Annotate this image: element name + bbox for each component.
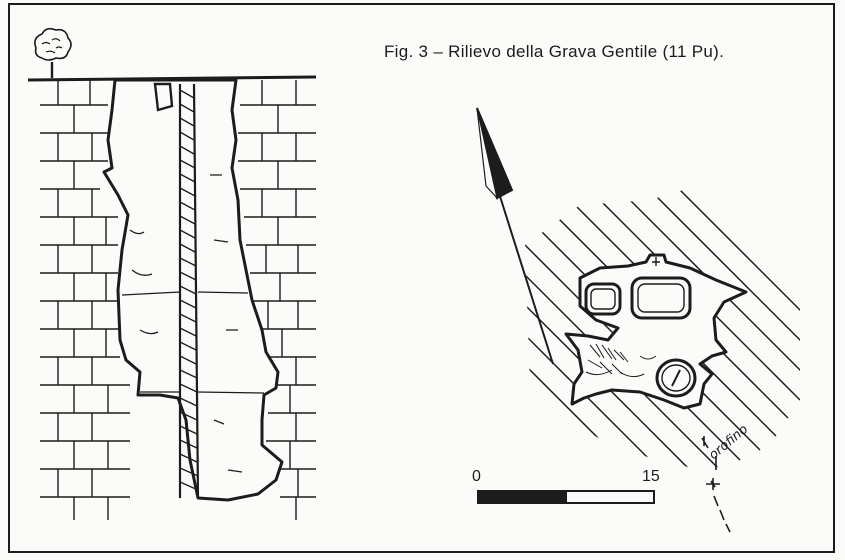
plan-shafts [584, 257, 697, 398]
left-brick-wall [40, 80, 130, 520]
tree-icon [34, 27, 72, 78]
shaft-block [153, 82, 174, 112]
scale-end-label: 15 [642, 468, 660, 485]
right-brick-wall [238, 80, 316, 520]
figure-caption: Fig. 3 – Rilievo della Grava Gentile (11… [384, 42, 725, 61]
rope-ladder [178, 83, 200, 499]
figure-frame [8, 3, 835, 553]
scale-start-label: 0 [472, 468, 481, 485]
section-detail-lines [121, 174, 265, 473]
north-arrow-icon [476, 107, 554, 365]
cave-plan-outline [564, 253, 748, 410]
plan-floor-texture [585, 343, 657, 378]
scale-bar [477, 490, 655, 504]
cave-section-outline [102, 78, 284, 502]
survey-benchmark-icon [701, 436, 731, 533]
